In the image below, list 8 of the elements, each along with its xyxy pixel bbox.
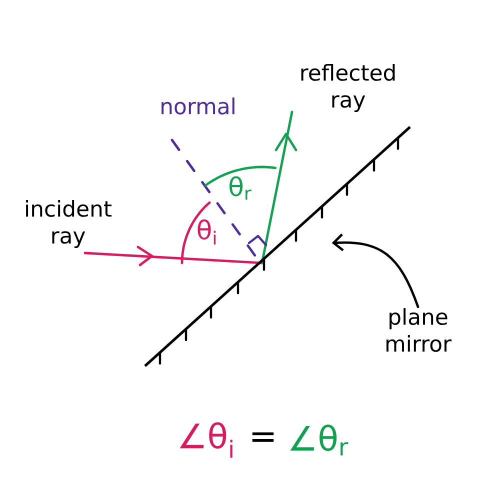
equation: ∠θ$_{i}$ (180, 422, 232, 458)
text-label: incident ray (26, 200, 112, 248)
equation: = (252, 432, 274, 442)
angle-label: θ$_{i}$ (198, 219, 216, 245)
text-label: plane mirror (386, 308, 452, 352)
equation: ∠θ$_{r}$ (290, 424, 348, 456)
arrow (332, 234, 420, 308)
angle-label: θ$_{r}$ (230, 176, 252, 200)
